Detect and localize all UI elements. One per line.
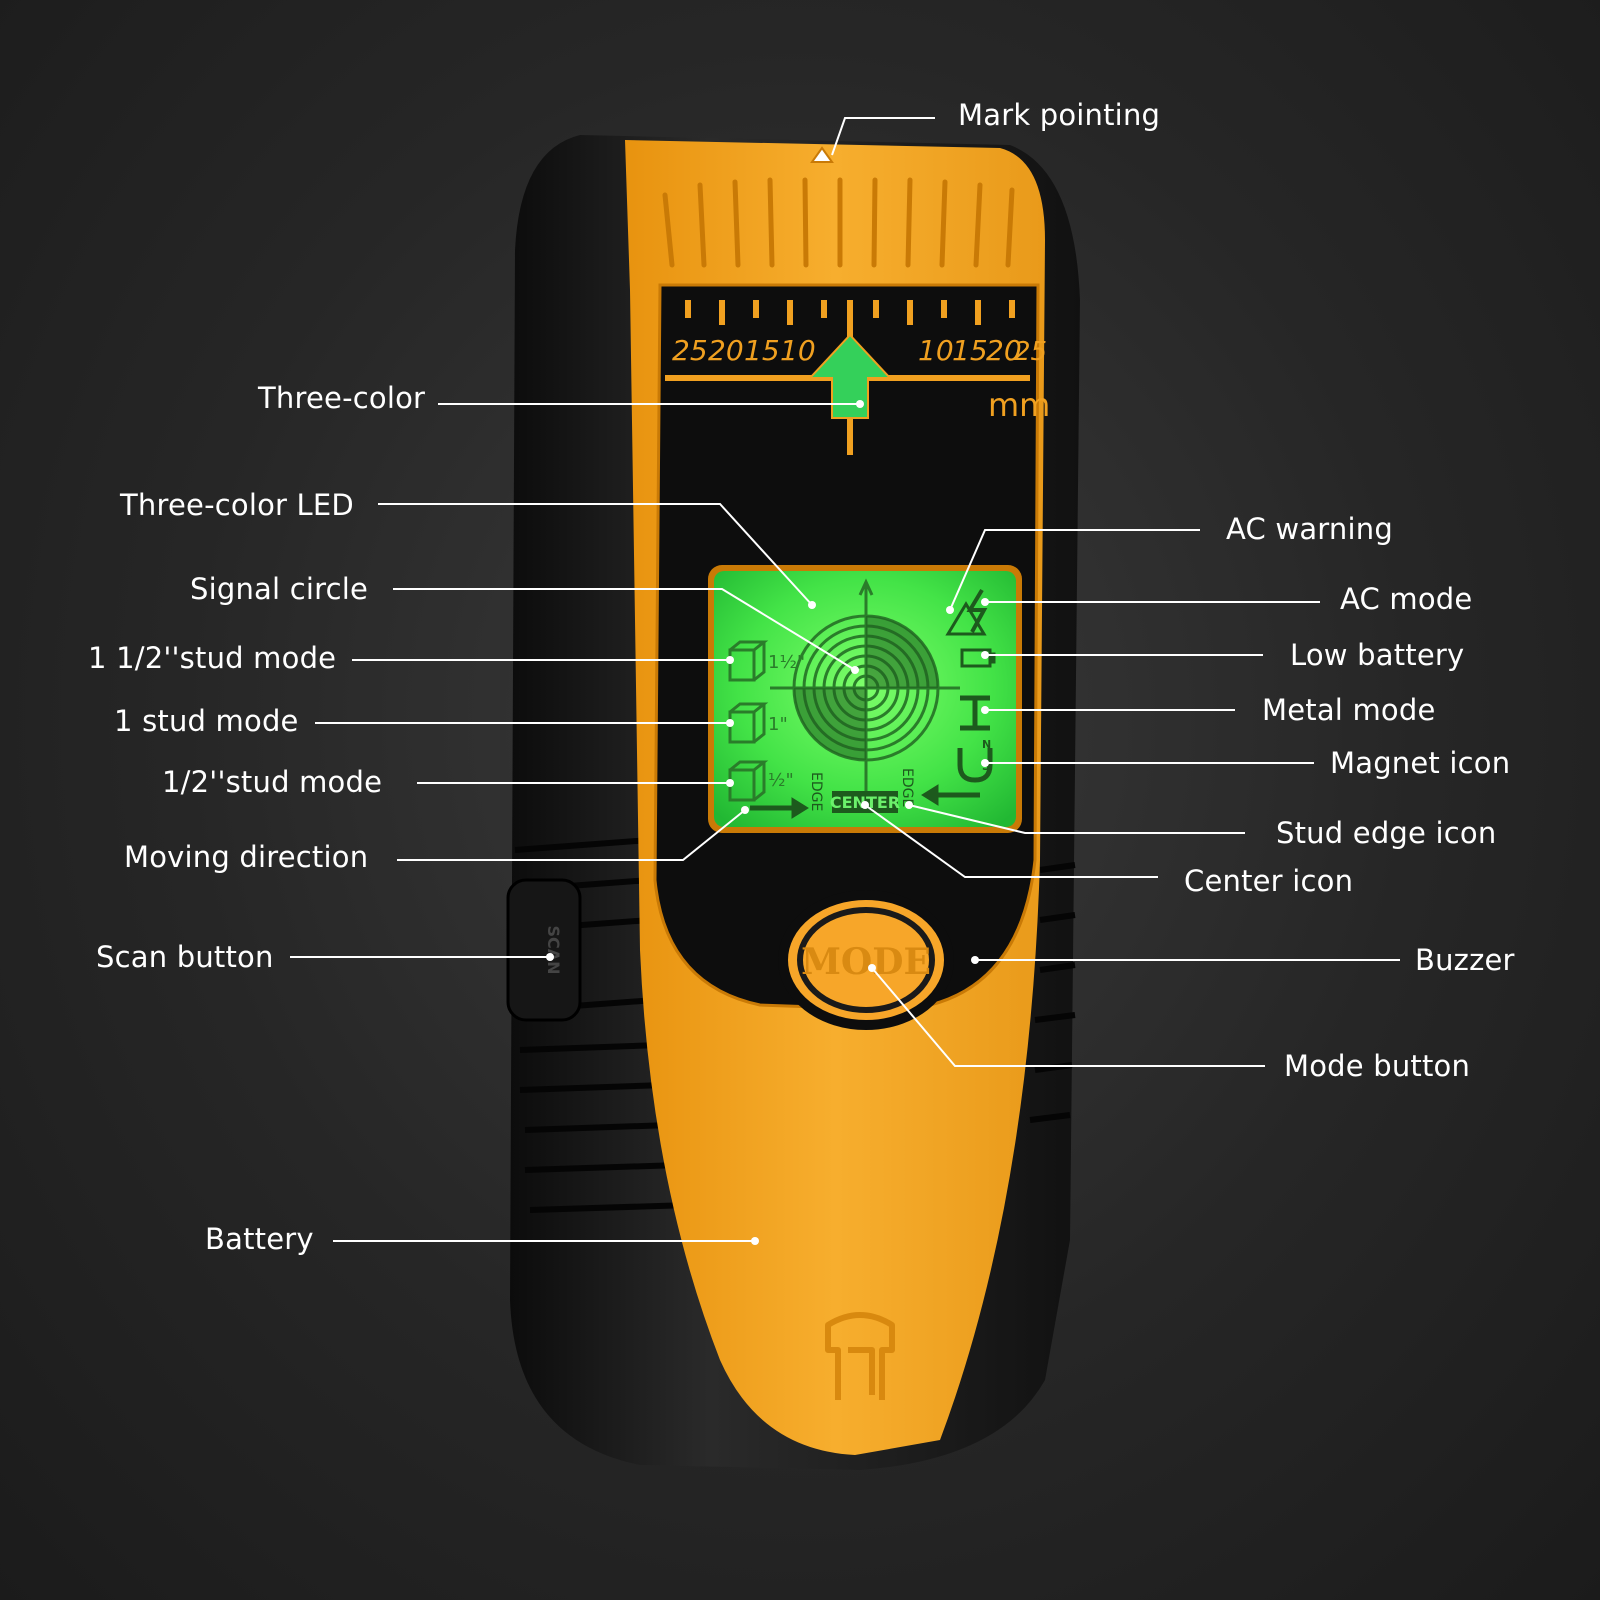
leader-lines [290, 117, 1400, 1242]
magnet-icon [957, 748, 993, 783]
label-mark-pointing: Mark pointing [958, 98, 1161, 132]
ruler-label: 10 [918, 334, 954, 367]
stud-label-1: 1" [768, 714, 788, 735]
battery-latch-icon [825, 1312, 895, 1400]
label-buzzer: Buzzer [1415, 943, 1515, 977]
signal-quadrant [866, 616, 938, 688]
top-ridges [662, 177, 1015, 268]
leader-dots [546, 400, 989, 1245]
three-color-arrow-icon [807, 333, 893, 419]
scan-button-label: SCAN [544, 925, 563, 974]
label-low-battery: Low battery [1290, 638, 1465, 672]
label-magnet-icon: Magnet icon [1330, 746, 1511, 780]
label-ac-mode: AC mode [1340, 582, 1473, 616]
ac-mode-icon [966, 588, 988, 633]
label-stud-mode-0-5: 1/2''stud mode [162, 765, 383, 799]
ruler-label: 25 [672, 334, 708, 367]
label-mode-button: Mode button [1284, 1049, 1471, 1083]
stud-label-0-5: ½" [768, 770, 794, 791]
ruler-label: 25 [1014, 337, 1047, 367]
label-stud-mode-1: 1 stud mode [114, 704, 299, 738]
ruler-unit: mm [988, 386, 1050, 424]
lcd-right-icons [945, 588, 996, 783]
edge-left-label: EDGE [808, 772, 824, 811]
mode-button-label: MODE [801, 941, 931, 983]
ac-warning-icon [945, 601, 987, 636]
label-three-color: Three-color [258, 381, 426, 415]
label-stud-mode-1-5: 1 1/2''stud mode [88, 641, 337, 675]
label-stud-edge-icon: Stud edge icon [1276, 816, 1497, 850]
label-three-color-led: Three-color LED [120, 488, 354, 522]
label-scan-button: Scan button [96, 940, 274, 974]
ruler-label: 20 [708, 334, 744, 367]
grip-ribs [514, 837, 1076, 1213]
scan-button [506, 878, 582, 1022]
mode-button [797, 907, 935, 1013]
label-signal-circle: Signal circle [190, 572, 369, 606]
ruler-label: 10 [780, 334, 816, 367]
label-center-icon: Center icon [1184, 864, 1354, 898]
label-ac-warning: AC warning [1226, 512, 1393, 546]
edge-right-label: EDGE [899, 768, 915, 807]
label-moving-direction: Moving direction [124, 840, 369, 874]
ruler-label: 20 [986, 334, 1022, 367]
stud-label-1-5: 1½" [768, 652, 805, 673]
magnet-n-label: N [982, 738, 991, 751]
label-battery: Battery [205, 1222, 314, 1256]
ruler-label: 15 [952, 334, 988, 367]
signal-quadrant [794, 688, 866, 760]
ruler-label: 15 [744, 334, 780, 367]
label-metal-mode: Metal mode [1262, 693, 1436, 727]
mark-pointer-icon [810, 146, 834, 163]
metal-mode-icon [960, 695, 990, 731]
moving-direction-icon [750, 784, 980, 819]
